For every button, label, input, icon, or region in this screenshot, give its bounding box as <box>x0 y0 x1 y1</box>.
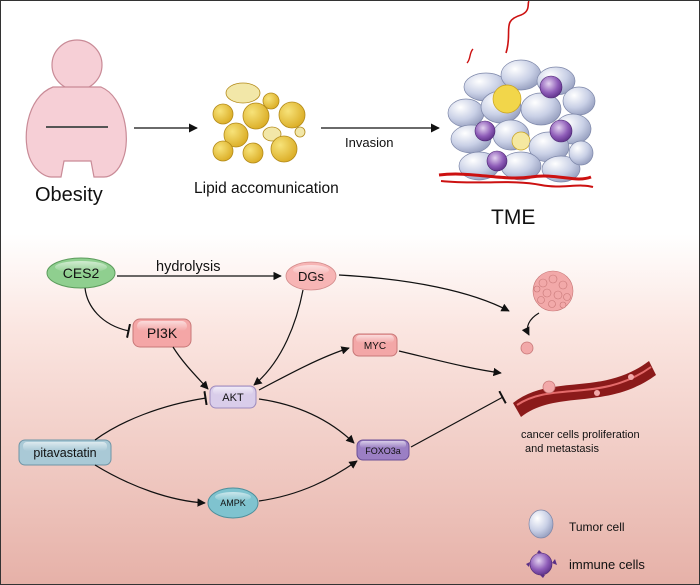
arrow-myc-outcome <box>398 350 502 377</box>
node-akt: AKT <box>209 385 257 409</box>
node-pitavastatin: pitavastatin <box>18 439 112 466</box>
inhibit-pitavastatin-akt <box>94 391 208 441</box>
tumor-mass-icon <box>532 270 574 312</box>
node-myc: MYC <box>352 333 398 357</box>
blood-vessel-icon <box>513 361 656 417</box>
arrow-dgs-outcome <box>338 274 510 312</box>
ces2-label: CES2 <box>63 265 100 281</box>
tme-label: TME <box>491 206 535 229</box>
arrow-akt-myc <box>258 346 350 391</box>
legend: Tumor cell immune cells <box>526 509 645 578</box>
foxo3a-label: FOXO3a <box>365 446 401 456</box>
pitavastatin-label: pitavastatin <box>33 446 96 460</box>
lipid-droplets-icon <box>212 82 306 164</box>
legend-immune-cell-icon <box>526 550 557 578</box>
obesity-label: Obesity <box>35 184 103 206</box>
akt-label: AKT <box>222 392 244 404</box>
outcome-label-line2: and metastasis <box>525 443 599 455</box>
inhibit-foxo3a-outcome <box>410 390 507 448</box>
obese-body-icon <box>25 39 127 178</box>
invasion-label: Invasion <box>345 135 393 150</box>
node-pi3k: PI3K <box>132 318 192 348</box>
legend-immune-cells-label: immune cells <box>569 557 645 572</box>
tumor-fragment-icon <box>520 341 534 355</box>
ampk-label: AMPK <box>220 498 246 508</box>
arrow-pitavastatin-ampk <box>94 464 206 507</box>
arrow-dgs-akt <box>253 289 304 386</box>
arrow-akt-foxo3a <box>258 398 355 444</box>
hydrolysis-label: hydrolysis <box>156 259 220 275</box>
legend-tumor-cell-icon <box>528 509 554 539</box>
node-foxo3a: FOXO3a <box>356 439 410 461</box>
arrow-ampk-foxo3a <box>258 460 358 502</box>
dgs-label: DGs <box>298 269 325 284</box>
arrow-tumor-spread <box>521 312 540 336</box>
inhibit-ces2-pi3k <box>84 287 131 338</box>
node-ampk: AMPK <box>207 487 259 519</box>
outcome-label-line1: cancer cells proliferation <box>521 429 640 441</box>
legend-tumor-cell-label: Tumor cell <box>569 520 625 534</box>
pi3k-label: PI3K <box>147 325 178 341</box>
node-ces2: CES2 <box>46 257 116 289</box>
lipid-label: Lipid accomunication <box>194 180 339 197</box>
arrow-pi3k-akt <box>172 346 209 390</box>
node-dgs: DGs <box>285 261 337 291</box>
myc-label: MYC <box>364 341 386 352</box>
tme-cluster-icon <box>438 1 596 188</box>
